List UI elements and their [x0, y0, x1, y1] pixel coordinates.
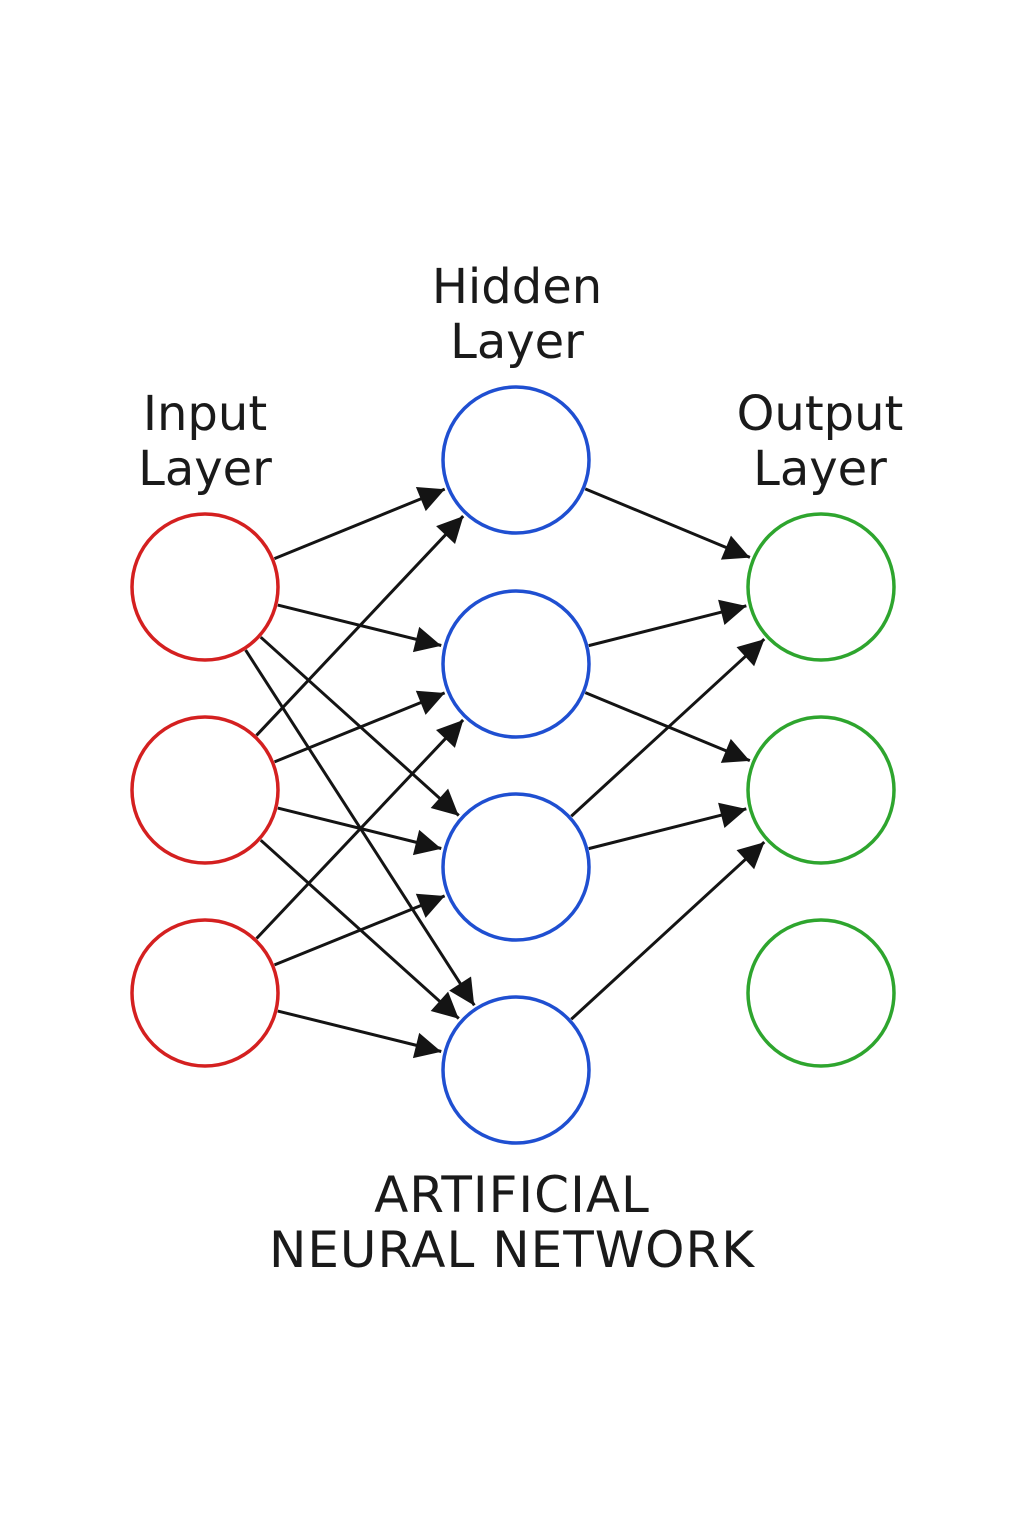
hidden-node-4	[441, 995, 591, 1145]
diagram-title-line1: ARTIFICIAL	[374, 1166, 650, 1224]
hidden-layer-label-line1: Hidden	[432, 259, 602, 315]
nodes-group	[130, 385, 896, 1145]
connection-arrow-input2-hidden3	[277, 1009, 442, 1059]
input-node-2	[130, 715, 280, 865]
input-layer-label-line2: Layer	[138, 441, 272, 497]
connection-arrow-hidden2-output0	[570, 637, 766, 818]
connection-arrow-hidden2-output1	[588, 802, 747, 851]
connection-arrow-input1-hidden0	[255, 515, 465, 737]
connection-arrow-hidden3-output1	[570, 840, 766, 1021]
diagram-title-line2: NEURAL NETWORK	[269, 1221, 755, 1279]
input-node-3	[130, 918, 280, 1068]
connection-arrow-hidden0-output0	[584, 487, 751, 560]
input-layer-label-line1: Input	[143, 386, 267, 442]
connection-arrow-input0-hidden0	[273, 487, 446, 561]
output-layer-label-line1: Output	[737, 386, 904, 442]
hidden-node-2	[441, 589, 591, 739]
output-node-2	[746, 715, 896, 865]
output-layer-label-line2: Layer	[753, 441, 887, 497]
output-node-1	[746, 512, 896, 662]
output-node-3	[746, 918, 896, 1068]
connection-arrow-input2-hidden2	[273, 893, 446, 967]
connection-arrow-input1-hidden1	[273, 690, 446, 764]
connection-arrow-input2-hidden1	[255, 718, 465, 940]
connections-group	[244, 487, 766, 1059]
input-node-1	[130, 512, 280, 662]
hidden-layer-label-line2: Layer	[450, 314, 584, 370]
connection-arrow-hidden1-output0	[588, 599, 747, 648]
hidden-node-1	[441, 385, 591, 535]
hidden-node-3	[441, 792, 591, 942]
